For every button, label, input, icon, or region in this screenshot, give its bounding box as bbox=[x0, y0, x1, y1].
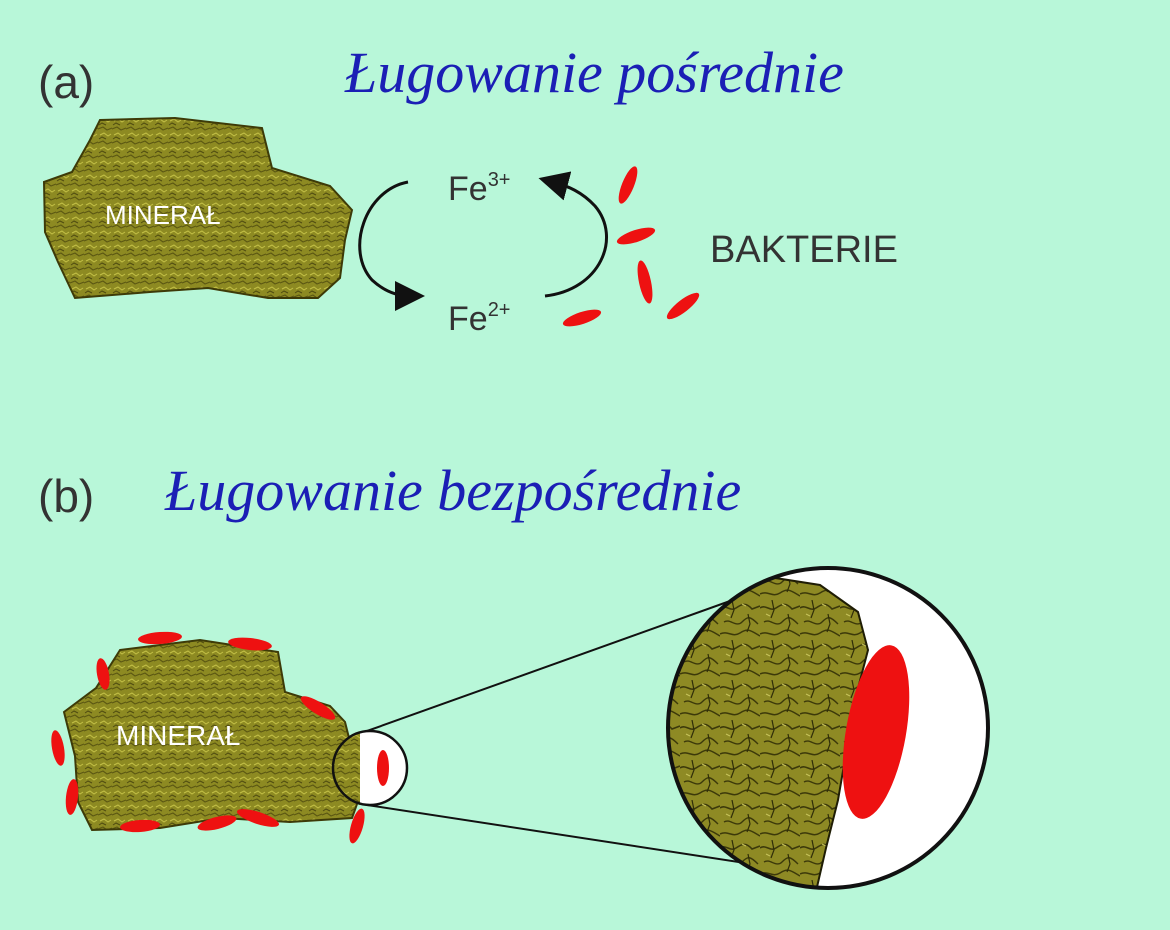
bacteria-label: BAKTERIE bbox=[710, 229, 898, 271]
ion-fe2-base: Fe bbox=[448, 300, 488, 338]
bacterium bbox=[138, 631, 182, 645]
oxidation-arrow bbox=[538, 171, 608, 298]
panel-b-title: Ługowanie bezpośrednie bbox=[164, 458, 741, 523]
panel-b: (b) Ługowanie bezpośrednie MINERAŁ bbox=[38, 458, 990, 890]
mineral-rock-b bbox=[62, 638, 364, 832]
zoomed-bacterium bbox=[842, 645, 910, 819]
panel-a-label: (a) bbox=[38, 56, 94, 108]
mineral-rock-a bbox=[42, 116, 354, 300]
bacterium bbox=[236, 809, 280, 827]
bacterium bbox=[65, 779, 79, 815]
bacterium bbox=[377, 750, 389, 786]
ion-fe3-base: Fe bbox=[448, 170, 488, 208]
zoom-circle bbox=[666, 566, 990, 890]
bacterium bbox=[96, 658, 110, 690]
mineral-label-b: MINERAŁ bbox=[116, 720, 240, 751]
zoom-line-bottom bbox=[366, 804, 779, 869]
ion-fe3-charge: 3+ bbox=[488, 169, 511, 191]
panel-b-label: (b) bbox=[38, 470, 94, 522]
bacterium bbox=[618, 166, 638, 204]
bacterium bbox=[51, 730, 65, 766]
panel-a: (a) Ługowanie pośrednie MINERAŁ Fe3+ Fe2… bbox=[38, 40, 898, 338]
bacterium bbox=[562, 309, 602, 327]
bacteria-group-a bbox=[562, 166, 700, 327]
bacterium bbox=[300, 696, 336, 720]
bacterium bbox=[666, 292, 700, 320]
reduction-arrow bbox=[358, 180, 425, 311]
bacterium bbox=[120, 819, 160, 833]
small-magnifier bbox=[331, 729, 409, 807]
bacterium bbox=[637, 260, 653, 304]
bacterium bbox=[616, 227, 656, 245]
mineral-label-a: MINERAŁ bbox=[105, 200, 221, 230]
bacterium bbox=[197, 815, 237, 831]
bacterium bbox=[228, 637, 272, 651]
zoom-line-top bbox=[366, 595, 745, 732]
ion-fe3: Fe3+ bbox=[448, 169, 511, 208]
ion-fe2: Fe2+ bbox=[448, 299, 511, 338]
panel-a-title: Ługowanie pośrednie bbox=[344, 40, 844, 105]
bacterium bbox=[349, 808, 365, 844]
ion-fe2-charge: 2+ bbox=[488, 299, 511, 321]
bacteria-group-b bbox=[51, 631, 365, 844]
